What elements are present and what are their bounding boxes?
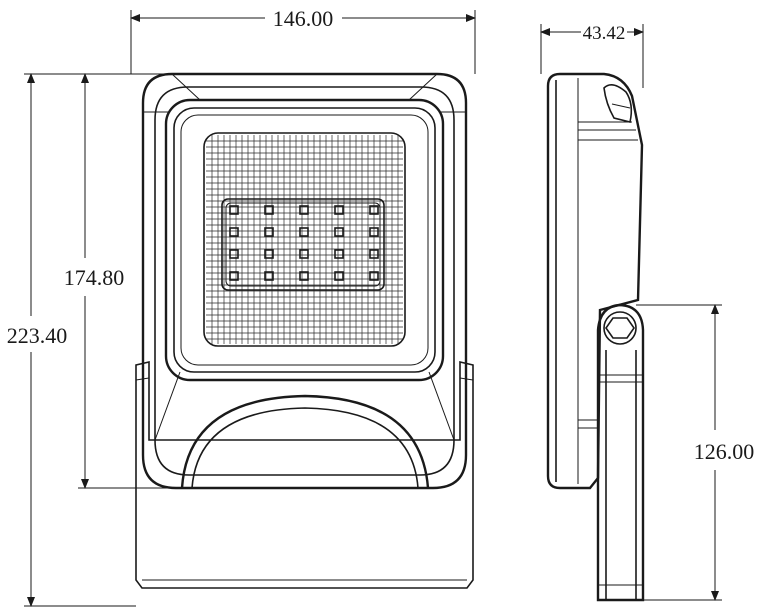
dimension-total-height: 223.40: [7, 73, 172, 607]
led-chip: [264, 227, 274, 237]
dimension-total-height-label: 223.40: [7, 323, 68, 348]
led-chip: [229, 205, 239, 215]
housing-outer: [141, 72, 468, 490]
dimension-inner-height-label: 174.80: [64, 265, 125, 290]
side-housing-profile: [546, 72, 644, 490]
housing-inner-ring: [154, 86, 455, 476]
led-chip: [334, 227, 344, 237]
front-view: [135, 72, 474, 589]
side-rear-cap: [603, 84, 633, 123]
led-chip: [369, 271, 379, 281]
dimension-inner-height: 174.80: [64, 73, 176, 489]
led-chip: [334, 249, 344, 259]
led-chip: [334, 271, 344, 281]
reflector-grid: [203, 132, 406, 347]
dimension-depth: 43.42: [540, 23, 644, 88]
housing-arch: [180, 394, 430, 489]
led-chip: [369, 205, 379, 215]
bolt-head-icon: [605, 317, 635, 339]
led-chip: [334, 205, 344, 215]
dimension-depth-label: 43.42: [583, 23, 626, 44]
led-chip: [369, 227, 379, 237]
dimension-width-label: 146.00: [273, 6, 334, 31]
bracket-pivot: [603, 311, 637, 345]
led-chip: [369, 249, 379, 259]
dimension-width: 146.00: [130, 6, 476, 74]
led-chip: [229, 271, 239, 281]
dimension-bracket-height-label: 126.00: [694, 439, 755, 464]
bezel-frame: [164, 98, 445, 382]
led-chip: [264, 271, 274, 281]
side-bracket-arm: [596, 303, 645, 602]
led-chip: [299, 227, 309, 237]
led-chip: [264, 249, 274, 259]
led-chip: [299, 271, 309, 281]
bracket-outline: [135, 360, 474, 589]
reflector-grid-lines: [206, 135, 403, 344]
led-chip: [299, 249, 309, 259]
led-board: [221, 198, 385, 291]
led-chip: [229, 249, 239, 259]
led-array: [229, 205, 379, 281]
side-view: [546, 72, 645, 602]
dimension-bracket-height: 126.00: [636, 304, 755, 601]
dimensions: 146.00 43.42 223.40 174.80: [7, 6, 755, 607]
led-chip: [299, 205, 309, 215]
led-chip: [264, 205, 274, 215]
led-chip: [229, 227, 239, 237]
